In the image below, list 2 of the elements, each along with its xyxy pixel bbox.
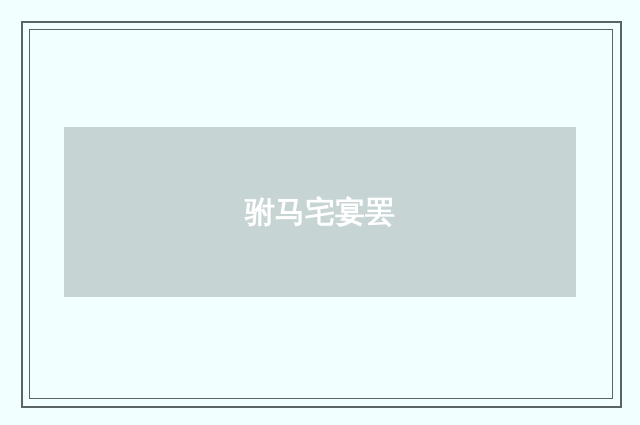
banner-text: 驸马宅宴罢	[245, 194, 395, 232]
title-banner	[64, 127, 576, 297]
